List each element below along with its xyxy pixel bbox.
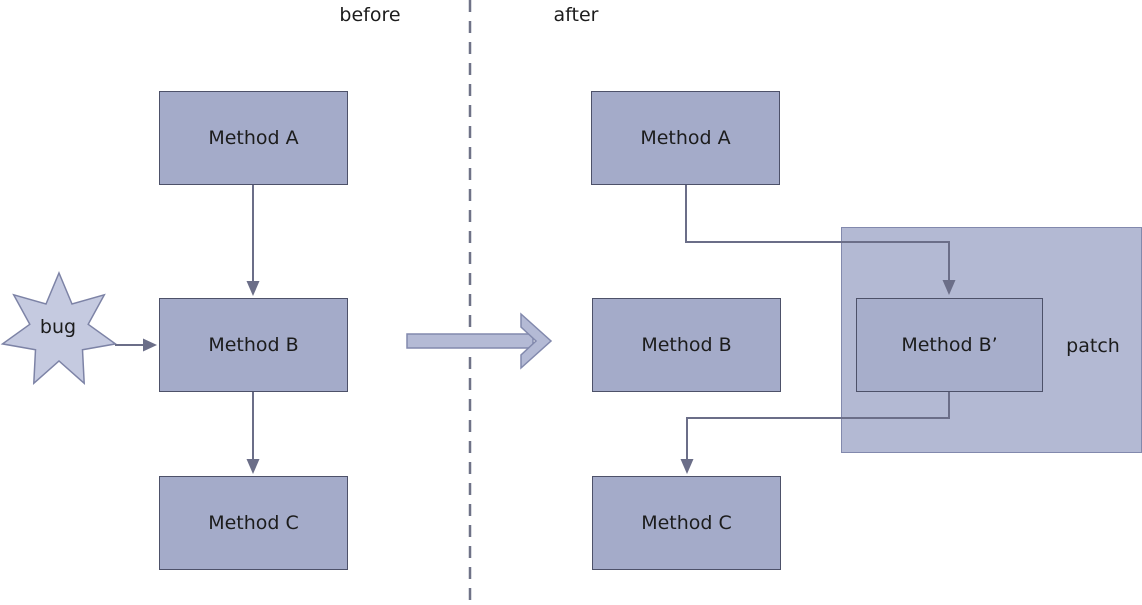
patched-method-bprime-box: Method B’ [856,298,1043,392]
transition-arrow-head [520,312,553,370]
transition-arrow-shaft [406,333,534,349]
before-method-b-box: Method B [159,298,348,392]
arrowhead-before-b-c [246,459,260,474]
before-title: before [339,4,401,26]
connector-after-bprime-c [686,392,950,460]
after-method-a-box: Method A [591,91,780,185]
bug-label: bug [39,316,77,338]
after-method-b-box: Method B [592,298,781,392]
after-method-c-label: Method C [641,512,732,534]
after-method-c-box: Method C [592,476,781,570]
before-method-a-box: Method A [159,91,348,185]
arrowhead-before-a-b [246,281,260,296]
before-method-c-box: Method C [159,476,348,570]
arrowhead-after-a-bprime [942,280,956,295]
arrowhead-bug-b [143,338,157,352]
before-method-c-label: Method C [208,512,299,534]
after-method-b-label: Method B [641,334,732,356]
connector-after-a-bprime [685,185,950,280]
after-title: after [553,4,599,26]
arrowhead-after-bprime-c [680,459,694,474]
before-method-b-label: Method B [208,334,299,356]
after-method-a-label: Method A [640,127,731,149]
patch-label: patch [1066,335,1120,357]
bug-star-icon [0,271,118,386]
before-method-a-label: Method A [208,127,299,149]
patched-method-bprime-label: Method B’ [901,334,998,356]
